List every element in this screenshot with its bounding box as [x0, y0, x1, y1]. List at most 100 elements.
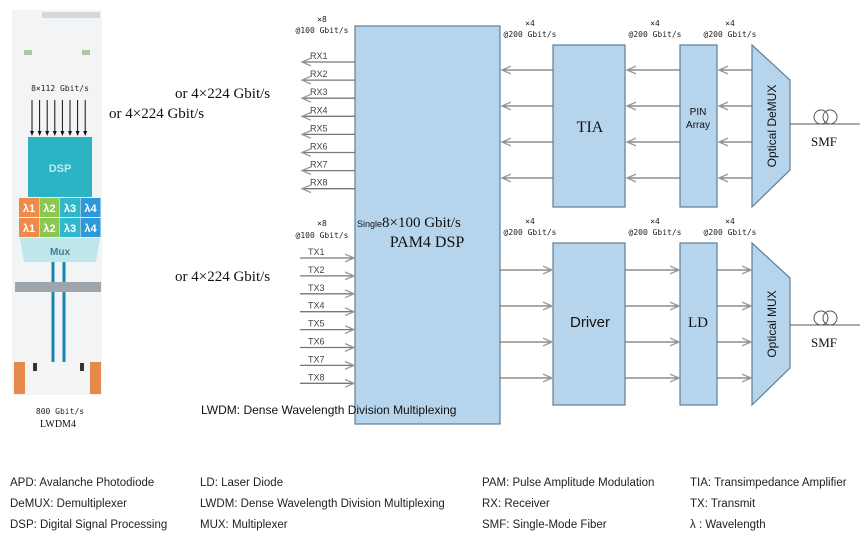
- ld-block: [679, 242, 718, 406]
- rx-channel-label: RX8: [310, 178, 328, 188]
- input-arrows: [30, 100, 88, 136]
- optical-demux-block: [751, 43, 791, 209]
- lane-rate-label: @200 Gbit/s: [504, 228, 557, 237]
- rx-channel-label: RX5: [310, 123, 328, 133]
- tx-count-label: ×8: [317, 219, 327, 228]
- alt-rate-label: or 4×224 Gbit/s: [109, 106, 204, 122]
- lane-count-label: ×4: [725, 19, 735, 28]
- legend-item: RX: Receiver: [482, 498, 550, 510]
- lane-rate-label: @200 Gbit/s: [629, 30, 682, 39]
- legend-item: PAM: Pulse Amplitude Modulation: [482, 477, 654, 489]
- tx-channel-label: TX2: [308, 265, 325, 275]
- wavelength-label: λ4: [84, 203, 97, 215]
- rx-count-label: ×8: [317, 15, 327, 24]
- rx-channel-label: RX3: [310, 87, 328, 97]
- dsp-type-label: PAM4 DSP: [390, 234, 465, 251]
- tx-rate-label: @100 Gbit/s: [296, 231, 349, 240]
- tia-label: TIA: [577, 119, 604, 136]
- wavelength-label: λ3: [64, 223, 76, 235]
- driver-label: Driver: [570, 314, 610, 331]
- rx-fiber-label: SMF: [811, 134, 837, 149]
- module-name: LWDM4: [40, 419, 76, 430]
- module-dsp-block: [28, 137, 92, 197]
- wavelength-cell: [39, 198, 60, 217]
- smf-coil-icon: [790, 109, 860, 125]
- rx-lanes: ×4 @200 Gbit/s ×4 @200 Gbit/s ×4 @200 Gbit/s: [502, 19, 757, 178]
- tx-channel-label: TX5: [308, 319, 325, 329]
- dsp-single-label: Single: [357, 219, 382, 229]
- legend-item: APD: Avalanche Photodiode: [10, 477, 154, 489]
- module-dsp-label: DSP: [49, 163, 72, 175]
- ld-label: LD: [688, 315, 708, 331]
- wavelength-label: λ1: [23, 223, 35, 235]
- optical-mux-label: Optical MUX: [765, 290, 779, 357]
- rx-channel-label: RX6: [310, 142, 328, 152]
- array-label: Array: [686, 120, 710, 131]
- tx-lanes: ×4 @200 Gbit/s ×4 @200 Gbit/s ×4 @200 Gbit/s: [500, 217, 757, 378]
- wavelength-cell: [60, 218, 80, 237]
- tia-block: [552, 44, 626, 208]
- module-output-rate: 800 Gbit/s: [36, 407, 84, 416]
- module-mux-block: [20, 238, 100, 262]
- pin-array-block: [679, 44, 718, 208]
- legend-item: TIA: Transimpedance Amplifier: [690, 477, 847, 489]
- pam4-dsp-block: [354, 25, 501, 425]
- tx-channel-label: TX1: [308, 247, 325, 257]
- smf-coil-icon: [790, 310, 860, 326]
- lwdm-note: LWDM: Dense Wavelength Division Multiple…: [201, 403, 456, 417]
- wavelength-cell: [80, 218, 101, 237]
- lane-count-label: ×4: [650, 19, 660, 28]
- alt-rate-label: or 4×224 Gbit/s: [175, 86, 270, 102]
- tx-channel-label: TX4: [308, 301, 325, 311]
- legend-item: LD: Laser Diode: [200, 477, 283, 489]
- wavelength-label: λ3: [64, 203, 76, 215]
- wavelength-label: λ1: [23, 203, 35, 215]
- rx-channel-label: RX4: [310, 105, 328, 115]
- module-mux-label: Mux: [50, 247, 70, 258]
- lane-rate-label: @200 Gbit/s: [629, 228, 682, 237]
- lane-count-label: ×4: [725, 217, 735, 226]
- driver-block: [552, 242, 626, 406]
- wavelength-cell: [80, 198, 101, 217]
- legend-item: LWDM: Dense Wavelength Division Multiple…: [200, 498, 445, 510]
- lane-count-label: ×4: [525, 217, 535, 226]
- tx-channel-label: TX8: [308, 372, 325, 382]
- module-input-rate: 8×112 Gbit/s: [31, 84, 89, 93]
- rx-channel-label: RX1: [310, 51, 328, 61]
- wavelength-label: λ2: [43, 223, 55, 235]
- lane-rate-label: @200 Gbit/s: [504, 30, 557, 39]
- tx-fiber-label: SMF: [811, 335, 837, 350]
- wavelength-cell: [60, 198, 80, 217]
- wavelength-label: λ2: [43, 203, 55, 215]
- wavelength-cell: [19, 198, 39, 217]
- alt-rate-label: or 4×224 Gbit/s: [175, 269, 270, 285]
- lane-count-label: ×4: [525, 19, 535, 28]
- legend-item: SMF: Single-Mode Fiber: [482, 519, 607, 531]
- lane-rate-label: @200 Gbit/s: [704, 228, 757, 237]
- legend-item: TX: Transmit: [690, 498, 756, 510]
- rx-rate-label: @100 Gbit/s: [296, 26, 349, 35]
- lane-rate-label: @200 Gbit/s: [704, 30, 757, 39]
- rx-channel-label: RX7: [310, 160, 328, 170]
- legend-item: MUX: Multiplexer: [200, 519, 288, 531]
- dsp-rate-label: 8×100 Gbit/s: [382, 215, 461, 231]
- wavelength-cell: [39, 218, 60, 237]
- optical-demux-label: Optical DeMUX: [765, 85, 779, 168]
- tx-channel-label: TX3: [308, 283, 325, 293]
- tx-channel-label: TX6: [308, 337, 325, 347]
- wavelength-grid: λ1 λ2 λ3 λ4 λ1 λ2 λ3 λ4: [19, 198, 101, 237]
- lane-count-label: ×4: [650, 217, 660, 226]
- optical-mux-block: [751, 241, 791, 407]
- wavelength-label: λ4: [84, 223, 97, 235]
- tx-channel-label: TX7: [308, 354, 325, 364]
- legend-item: DeMUX: Demultiplexer: [10, 498, 127, 510]
- pin-label: PIN: [690, 107, 707, 118]
- wavelength-cell: [19, 218, 39, 237]
- legend-item: λ : Wavelength: [690, 519, 766, 531]
- rx-channel-label: RX2: [310, 69, 328, 79]
- lwdm4-module-illustration: 8×112 Gbit/s DSP λ1 λ2 λ3 λ4 λ1 λ2 λ3 λ4 Mux 80…: [12, 10, 102, 430]
